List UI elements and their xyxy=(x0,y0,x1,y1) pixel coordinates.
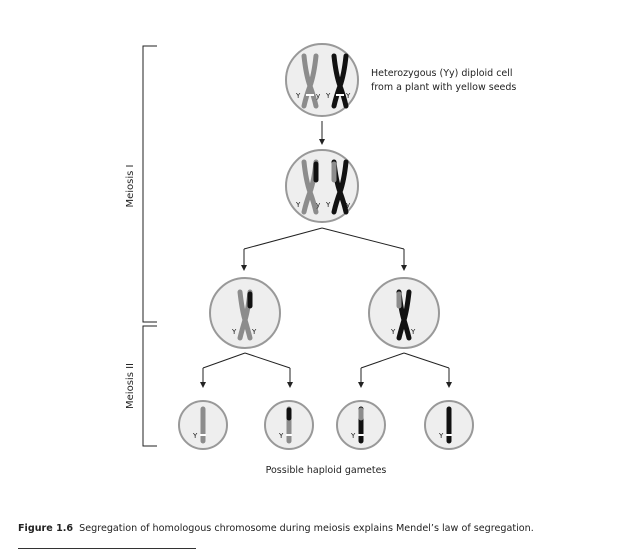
allele-label: Y xyxy=(325,92,331,100)
right-daughter-cell: Y Y xyxy=(368,277,440,349)
allele-label: Y xyxy=(410,328,416,336)
allele-label: y xyxy=(316,201,320,209)
split-arrows-meiosis-2-left xyxy=(200,352,293,388)
gamete-1: Y xyxy=(178,400,228,450)
black-chromosome xyxy=(331,53,349,109)
figure-number: Figure 1.6 xyxy=(18,523,74,534)
allele-label: Y xyxy=(231,328,237,336)
crossover-cell: Y y Y y xyxy=(285,149,359,223)
caption-divider xyxy=(18,548,196,549)
allele-label: Y xyxy=(345,92,351,100)
figure-caption: Figure 1.6 Segregation of homologous chro… xyxy=(18,523,638,534)
allele-label: Y xyxy=(278,432,284,440)
allele-label: Y xyxy=(251,328,257,336)
split-arrows-meiosis-2-right xyxy=(358,352,452,388)
allele-label: Y xyxy=(390,328,396,336)
split-arrows-meiosis-1 xyxy=(241,227,407,271)
meiosis-1-bracket xyxy=(142,45,157,323)
allele-label: Y xyxy=(325,201,331,209)
gametes-label: Possible haploid gametes xyxy=(266,465,387,476)
meiosis-2-label: Meiosis II xyxy=(125,363,136,409)
allele-label: y xyxy=(346,201,350,209)
allele-label: Y xyxy=(350,432,356,440)
allele-label: Y xyxy=(438,432,444,440)
allele-label: y xyxy=(316,92,320,100)
meiosis-2-bracket xyxy=(142,325,157,447)
allele-label: Y xyxy=(295,201,301,209)
allele-label: Y xyxy=(192,432,198,440)
meiosis-1-label: Meiosis I xyxy=(125,164,136,207)
gamete-4: Y xyxy=(424,400,474,450)
parent-diploid-cell: Y y Y Y xyxy=(285,43,359,117)
left-daughter-cell: Y Y xyxy=(209,277,281,349)
parent-cell-label-line2: from a plant with yellow seeds xyxy=(371,82,516,93)
parent-cell-label-line1: Heterozygous (Yy) diploid cell xyxy=(371,68,513,79)
caption-text: Segregation of homologous chromosome dur… xyxy=(79,523,534,534)
gray-chromosome xyxy=(301,53,319,109)
allele-label: Y xyxy=(295,92,301,100)
gamete-2: Y xyxy=(264,400,314,450)
gamete-3: Y xyxy=(336,400,386,450)
